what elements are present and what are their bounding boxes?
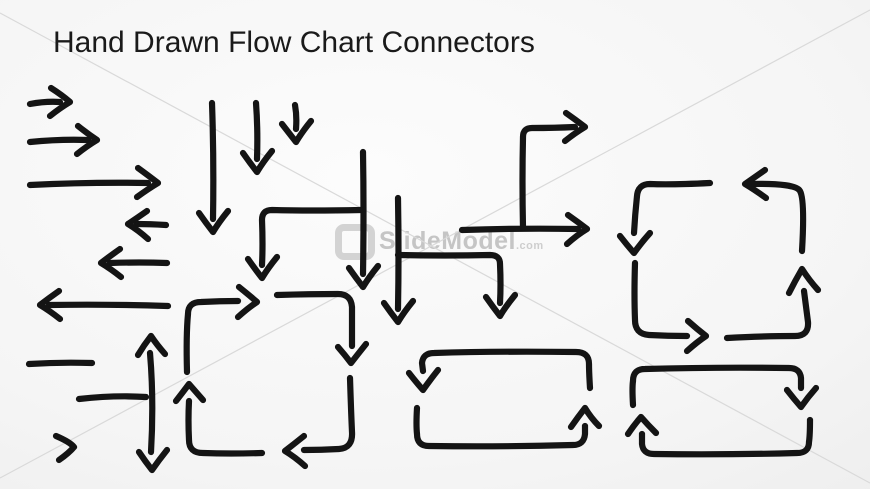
square-cycle-connector-top-right [741,166,770,202]
chevron-mark [52,432,78,464]
double-headed-vertical-arrow [134,332,169,359]
step-branch-connector-right [561,109,589,145]
rect-cycle-connector-right [783,384,820,411]
square-cycle-connector-top-right [785,265,822,297]
arrow-left-medium [97,245,125,281]
arrow-down-long [208,99,217,223]
arrow-down-medium [252,99,261,163]
watermark-domain-suffix: .com [515,240,544,252]
square-cycle-connector-bottom-left [300,374,356,454]
arrow-right-short [46,84,74,120]
square-cycle-connector-bottom-left [234,283,261,321]
arrow-left-medium [106,259,171,267]
square-cycle-connector-bottom-left [273,290,356,350]
watermark: SlideModel.com [335,224,544,263]
arrow-down-short [278,117,315,146]
rect-cycle-connector-right [638,416,814,458]
rect-cycle-connector-right [629,364,805,409]
branch-connector-down-right [394,251,504,307]
arrow-right-medium [26,136,92,146]
branch-connector-down-left [345,262,382,291]
square-cycle-connector-top-right [723,287,812,342]
branch-connector-down-left [244,253,281,282]
slidemodel-logo-icon [335,224,375,260]
square-cycle-connector-top-right [631,259,691,340]
square-cycle-connector-top-right [616,229,654,257]
ink-layer [25,84,822,474]
rect-cycle-connector-right [624,413,660,438]
step-branch-connector-right [519,123,579,232]
double-headed-vertical-arrow [135,446,171,474]
square-cycle-connector-bottom-left [185,397,266,457]
arrow-down-short [291,101,300,133]
rect-cycle-connector-middle [413,404,589,450]
arrow-right-short [26,98,64,108]
square-cycle-connector-bottom-left [172,380,207,405]
rect-cycle-connector-middle [405,366,442,394]
step-branch-connector-right [563,211,591,248]
rect-cycle-connector-middle [418,348,594,392]
arrow-left-long [36,287,64,323]
arrow-right-long [133,164,162,201]
square-cycle-connector-bottom-left [183,297,242,376]
arrow-left-short [133,220,170,229]
plain-line-segment [25,359,96,368]
step-branch-connector-right [458,225,582,234]
rect-cycle-connector-middle [567,404,603,431]
arrow-down-long [195,207,232,236]
watermark-diagonal-line [0,9,870,479]
square-cycle-connector-bottom-left [281,432,309,470]
square-cycle-connector-bottom-left [334,340,370,367]
watermark-diagonal-lines [0,9,870,484]
branch-connector-down-left [359,148,367,278]
square-cycle-connector-top-right [742,180,807,255]
branch-connector-down-left [258,206,365,269]
square-cycle-connector-top-right [683,317,710,355]
arrow-right-medium [73,122,101,158]
watermark-diagonal-line [0,12,870,484]
branch-connector-down-right [482,291,519,320]
arrow-right-long [26,179,152,189]
arrow-left-long [45,301,172,310]
watermark-text: SlideModel.com [379,224,544,263]
arrow-down-medium [239,147,276,176]
branch-connector-down-right [380,297,417,326]
arrow-left-short [124,207,152,243]
square-cycle-connector-top-right [630,179,714,237]
page-title: Hand Drawn Flow Chart Connectors [53,26,535,59]
joining-line-segment [75,393,150,403]
double-headed-vertical-arrow [146,349,156,456]
